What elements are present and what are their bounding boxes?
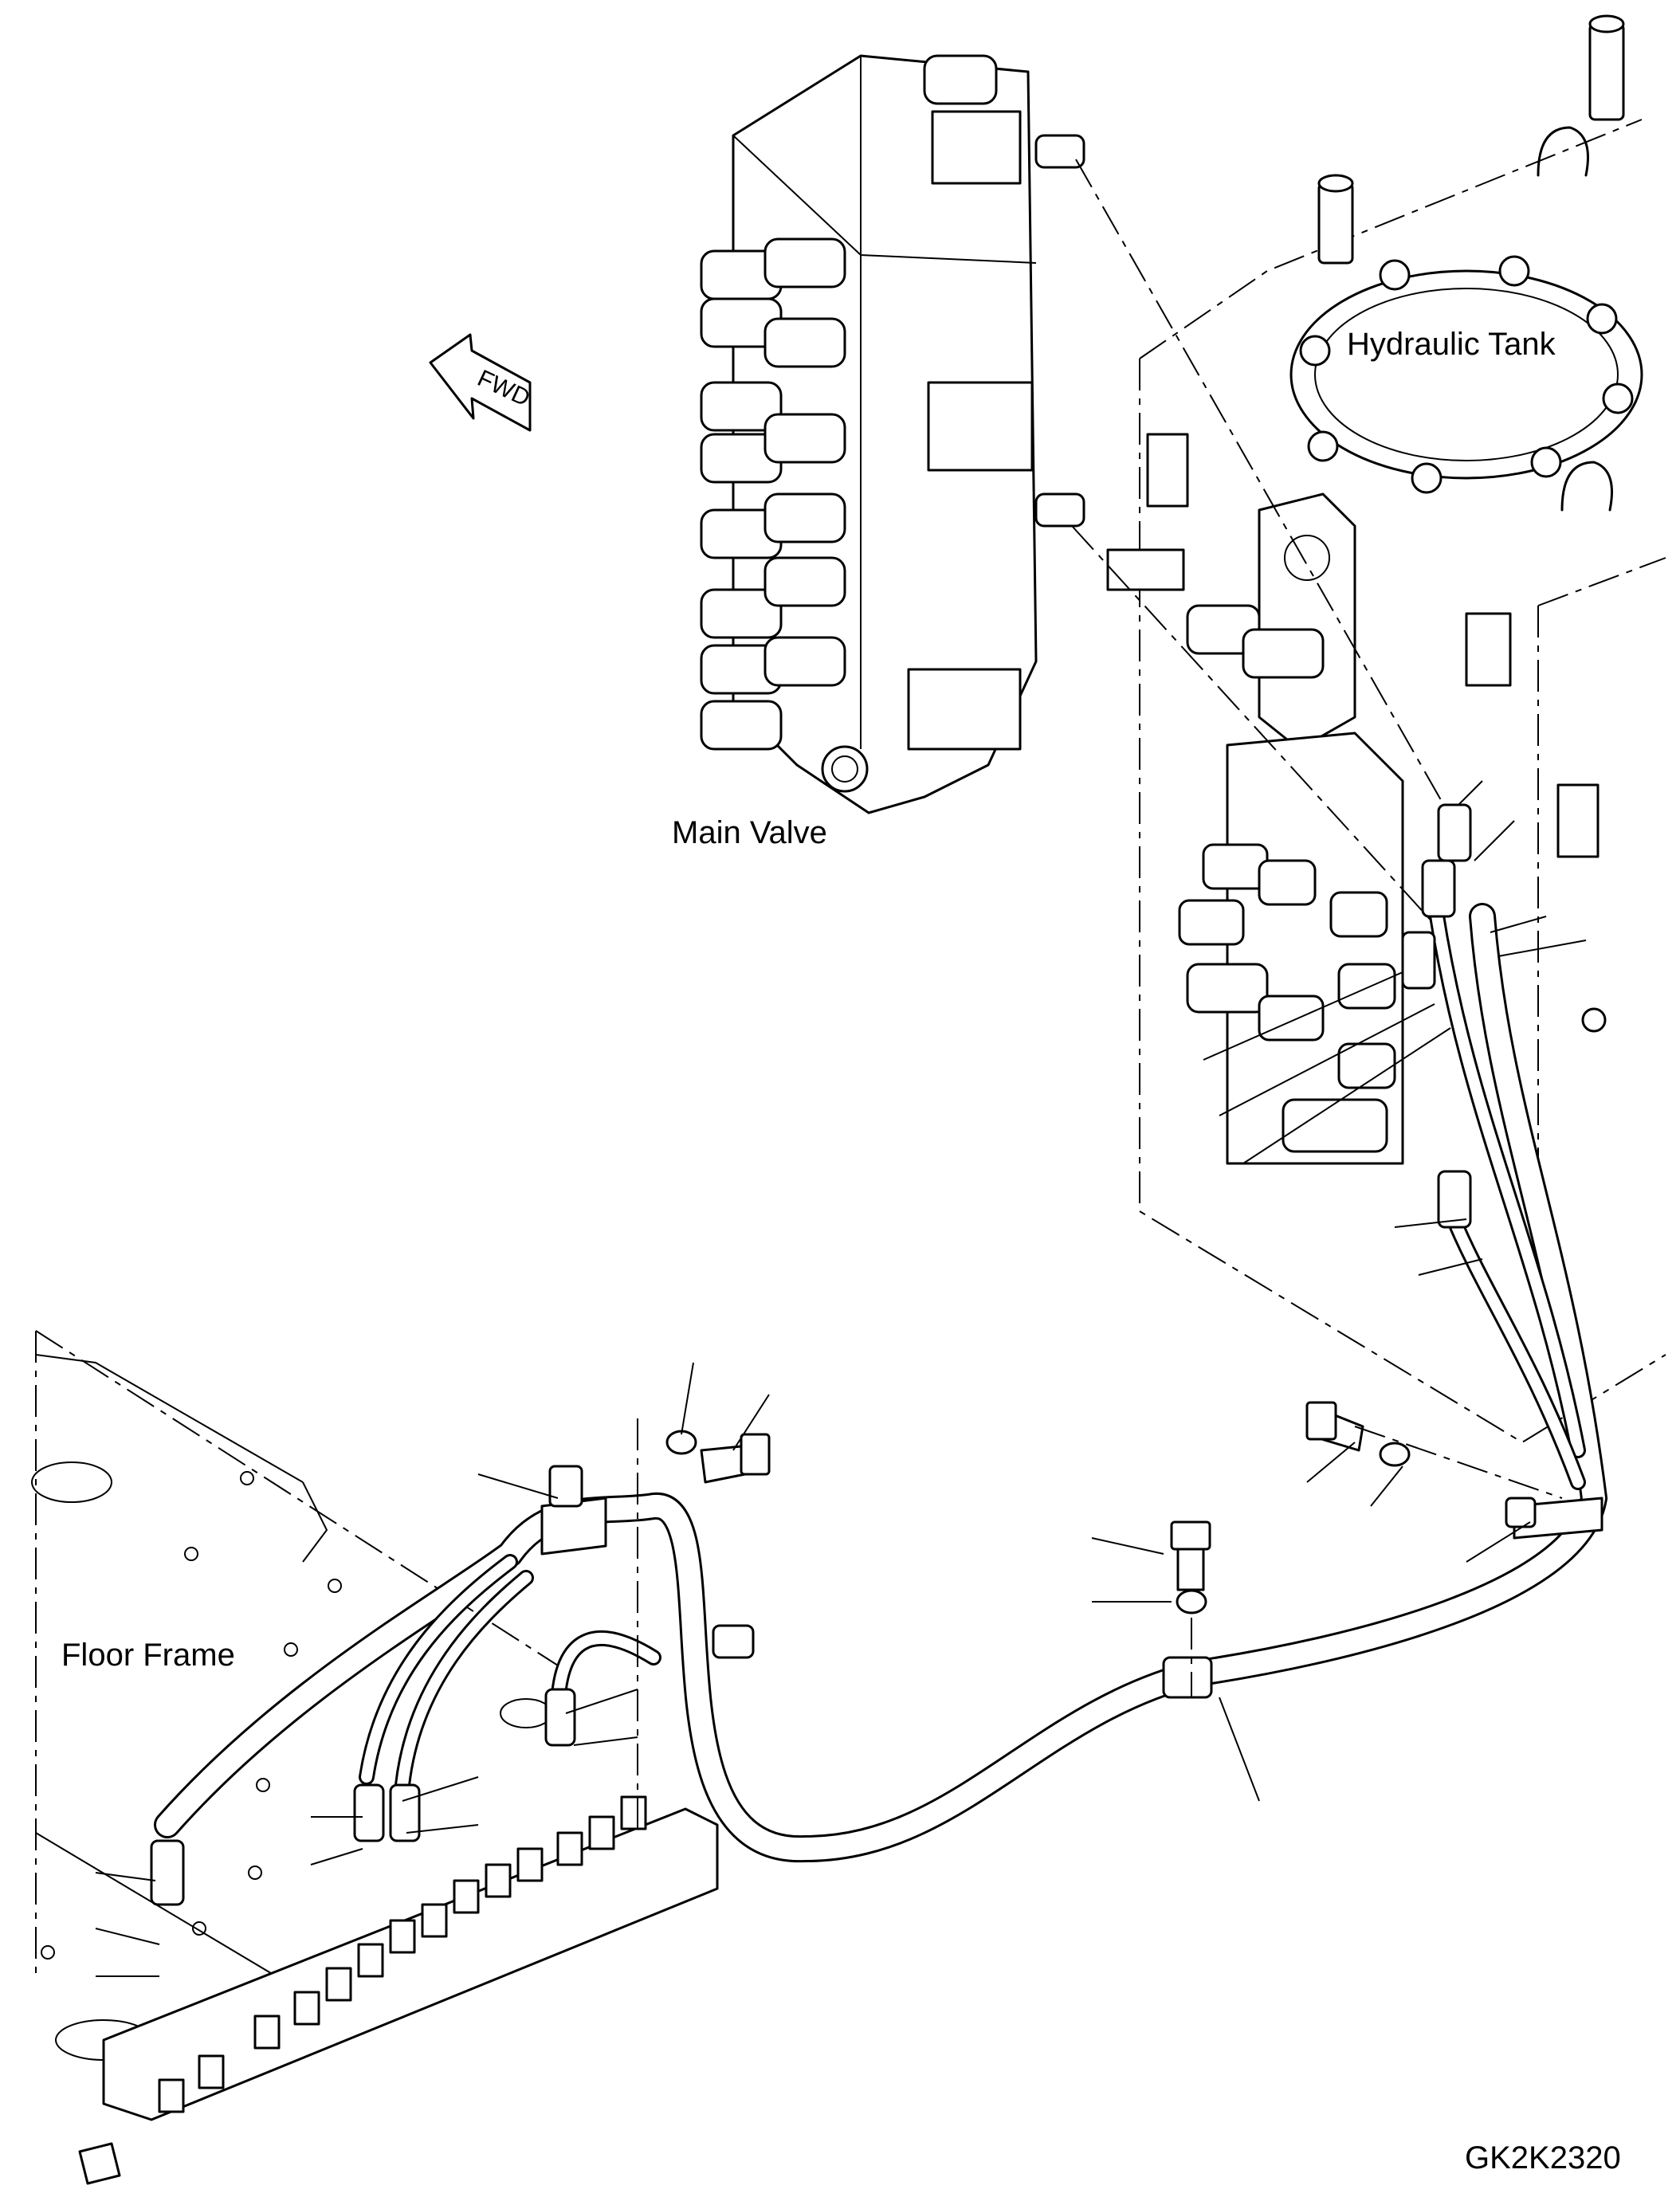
main-valve: [700, 54, 1467, 925]
rail-fittings: [158, 1795, 647, 2113]
floor-frame: [31, 1330, 719, 2185]
hydraulic-tank-label: Hydraulic Tank: [1347, 327, 1556, 362]
bolts-and-washers: [637, 1401, 1563, 1833]
drawing-code: GK2K2320: [1465, 2140, 1621, 2175]
hydraulic-tank: [1106, 14, 1666, 1444]
callout-leader-lines: [95, 780, 1587, 1977]
floor-frame-label: Floor Frame: [61, 1638, 235, 1673]
frame-holes: [41, 1471, 342, 1960]
spool-caps: [700, 237, 846, 751]
port-fittings: [1178, 604, 1396, 1153]
main-valve-label: Main Valve: [672, 815, 827, 850]
tank-lid-bolts: [1299, 255, 1634, 494]
hose-assembly: [150, 803, 1608, 1906]
fwd-arrow: FWD: [429, 333, 534, 432]
